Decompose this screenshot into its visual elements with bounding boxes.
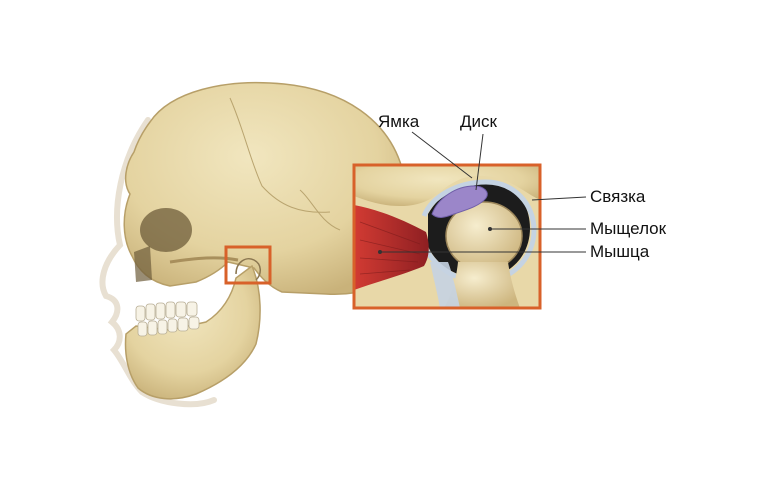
eye-orbit [140, 208, 192, 252]
leader-lines [380, 131, 587, 253]
leader-disc [475, 133, 484, 191]
mandible [124, 264, 261, 400]
face-outline [99, 117, 217, 408]
label-disc: Диск [460, 112, 497, 131]
condyle-neck [444, 262, 520, 308]
label-ligament: Связка [590, 187, 646, 206]
skull-suture [229, 97, 331, 213]
muscle-striation [359, 221, 421, 275]
tmj-condyle-mini [235, 258, 261, 281]
leader-dot-muscle [378, 250, 382, 254]
label-condyle: Мыщелок [590, 219, 667, 238]
inset-frame [352, 163, 542, 310]
tmj-highlight-box [224, 245, 272, 285]
label-fossa: Ямка [378, 112, 420, 131]
leader-dot-condyle [488, 227, 492, 231]
articular-disc [431, 185, 488, 218]
lower-teeth [137, 316, 200, 337]
leader-fossa [411, 131, 473, 179]
label-muscle: Мышца [590, 242, 650, 261]
temporal-bone [354, 165, 540, 207]
nasal-cavity [134, 246, 152, 282]
leader-ligament [531, 196, 587, 201]
skull-suture-2 [299, 189, 341, 231]
tmj-inset [354, 165, 540, 308]
ligament-fibers [430, 262, 460, 308]
upper-teeth [135, 301, 198, 322]
zygomatic-arch [169, 256, 239, 264]
